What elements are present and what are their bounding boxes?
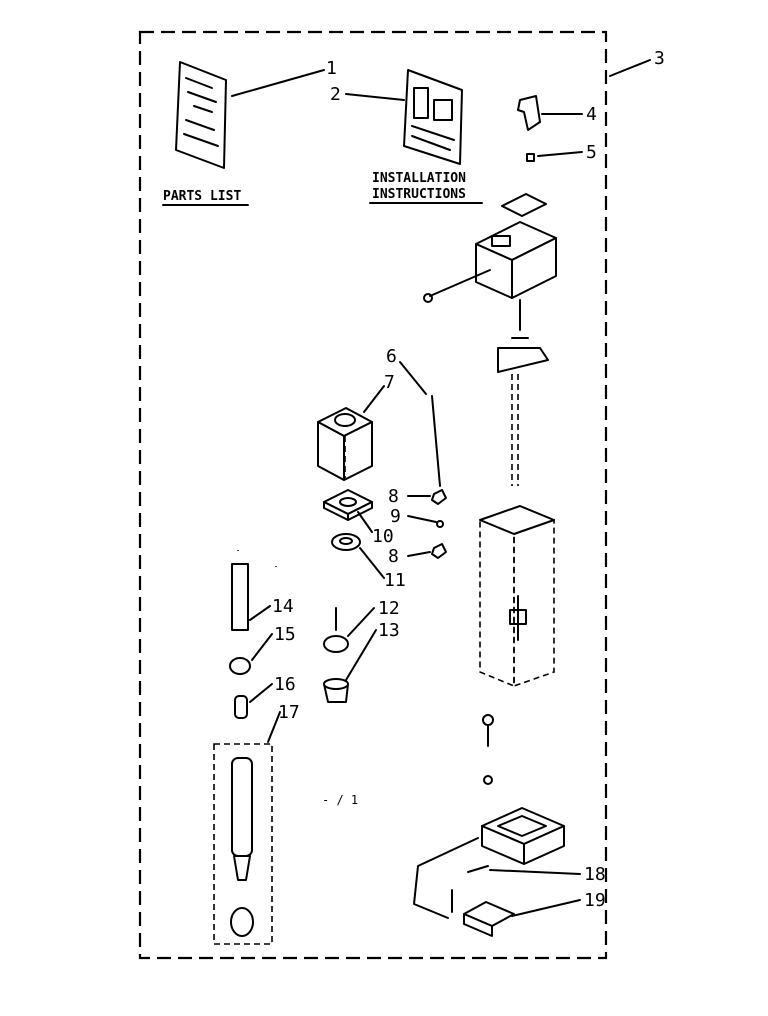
ferrule-part — [234, 695, 248, 719]
tube-assembly-box — [213, 743, 273, 945]
coupling-nut-part — [323, 607, 349, 653]
callout-6: 6 — [386, 346, 397, 367]
upper-housing — [475, 221, 557, 299]
bracket-part — [501, 193, 547, 217]
callout-9: 9 — [390, 506, 401, 527]
washer-part — [331, 533, 361, 551]
hose-nut-part — [229, 657, 251, 675]
wire-harness-part — [413, 837, 479, 919]
actuator-part — [497, 299, 549, 373]
callout-11: 11 — [384, 570, 406, 591]
callout-18: 18 — [584, 864, 606, 885]
small-square-part — [526, 153, 535, 162]
installation-instructions-sheet — [403, 69, 463, 165]
clip-part — [517, 95, 541, 131]
switch-box — [481, 807, 565, 865]
parts-list-caption: PARTS LIST — [163, 189, 241, 204]
callout-17: 17 — [278, 702, 300, 723]
kit-boundary — [138, 30, 608, 960]
callout-1: 1 — [326, 58, 337, 79]
tube-assembly — [230, 757, 254, 937]
rod-part — [431, 395, 441, 487]
callout-2: 2 — [330, 84, 341, 105]
clip-ring-part — [436, 520, 444, 528]
callout-5: 5 — [586, 142, 597, 163]
bulb-base — [483, 775, 493, 785]
hose-part — [231, 563, 249, 631]
fitting-part — [323, 678, 349, 703]
gasket-part — [323, 489, 373, 521]
installation-caption-line2: INSTRUCTIONS — [372, 187, 466, 202]
callout-12: 12 — [378, 598, 400, 619]
lower-tube — [479, 505, 555, 688]
callout-10: 10 — [372, 526, 394, 547]
callout-4: 4 — [586, 104, 597, 125]
callout-8-upper: 8 — [388, 486, 399, 507]
stray-mark: - / 1 — [322, 793, 358, 807]
callout-numbers: 1 2 3 4 5 6 7 8 9 10 8 11 12 13 14 15 16… — [272, 48, 665, 911]
wire-lead — [429, 269, 491, 297]
installation-caption-line1: INSTALLATION — [372, 171, 466, 186]
callout-8-lower: 8 — [388, 546, 399, 567]
nut-part — [431, 489, 447, 505]
bulb-part — [482, 714, 494, 726]
valve-body — [317, 407, 373, 481]
nut-part — [431, 543, 447, 559]
callout-3: 3 — [654, 48, 665, 69]
wire-harness-part — [451, 865, 489, 913]
callout-7: 7 — [384, 372, 395, 393]
callout-14: 14 — [272, 596, 294, 617]
callout-16: 16 — [274, 674, 296, 695]
terminal-cover-part — [463, 901, 515, 937]
leader-lines — [231, 59, 651, 917]
callout-19: 19 — [584, 890, 606, 911]
callout-13: 13 — [378, 620, 400, 641]
parts-list-sheet — [175, 61, 227, 169]
wire-end — [423, 293, 433, 303]
callout-15: 15 — [274, 624, 296, 645]
